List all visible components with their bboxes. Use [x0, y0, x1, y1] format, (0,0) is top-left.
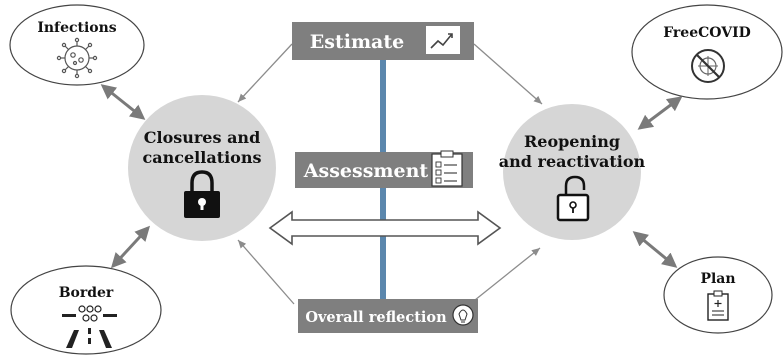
no-virus-icon	[691, 49, 725, 83]
lightbulb-icon	[452, 304, 474, 326]
plan-node: Plan	[663, 256, 773, 334]
border-node: Border	[10, 265, 162, 355]
reopening-label-line2: and reactivation	[499, 152, 646, 171]
double-arrow	[268, 210, 502, 246]
trend-chart-icon	[426, 26, 460, 54]
plan-label: Plan	[700, 271, 735, 287]
arrow-plan-reopening	[632, 231, 678, 268]
reflection-label: Overall reflection	[305, 309, 447, 326]
locked-padlock-icon	[184, 170, 220, 218]
arrow-estimate-to-closures	[237, 43, 293, 103]
arrow-infections-closures	[100, 84, 146, 120]
border-label: Border	[59, 285, 114, 301]
infections-node: Infections	[9, 4, 145, 86]
virus-icon	[56, 37, 98, 79]
assessment-label: Assessment	[303, 160, 429, 182]
arrow-freecovid-reopening	[637, 96, 683, 130]
clipboard-checklist-icon	[431, 150, 463, 187]
closures-node: Closures and cancellations	[128, 95, 276, 241]
unlocked-padlock-icon	[556, 175, 590, 222]
freecovid-label: FreeCOVID	[663, 25, 751, 41]
arrow-reflection-to-closures	[237, 239, 295, 305]
closures-label-line2: cancellations	[143, 148, 262, 167]
reopening-label-line1: Reopening	[524, 132, 620, 151]
freecovid-node: FreeCOVID	[631, 4, 783, 100]
assessment-box: Assessment	[295, 150, 473, 188]
infections-label: Infections	[37, 20, 116, 36]
arrow-border-closures	[110, 225, 151, 269]
clipboard-plan-icon	[707, 290, 729, 321]
reopening-node: Reopening and reactivation	[499, 104, 646, 240]
arrow-reflection-to-reopening	[469, 247, 541, 305]
reflection-box: Overall reflection	[298, 299, 478, 333]
estimate-label: Estimate	[310, 31, 404, 53]
arrow-estimate-to-reopening	[473, 43, 543, 105]
closures-label-line1: Closures and	[144, 128, 261, 147]
crowd-road-icon	[62, 305, 117, 348]
estimate-box: Estimate	[292, 22, 474, 60]
